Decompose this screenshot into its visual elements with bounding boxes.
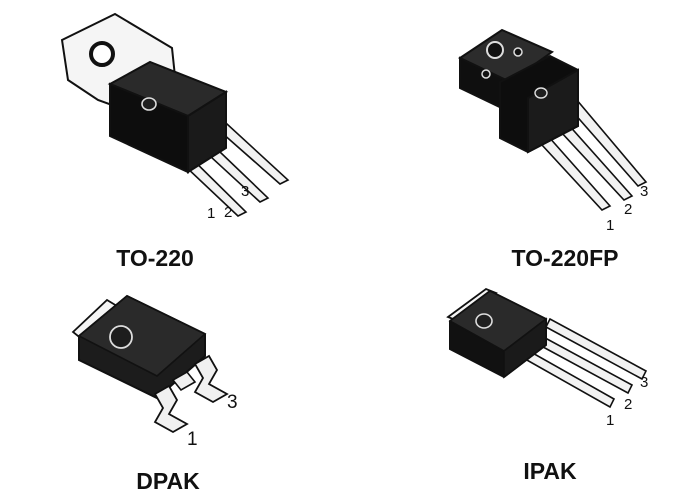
package-label: IPAK <box>523 458 577 484</box>
pin-label: 1 <box>606 217 614 234</box>
pin-label: 2 <box>224 204 232 221</box>
pin-label: 1 <box>606 412 614 429</box>
ipak-leads <box>516 317 648 409</box>
pin-label: 2 <box>624 396 632 413</box>
to220-drawing: 1 2 3 <box>60 12 290 222</box>
package-label: TO-220 <box>116 245 194 271</box>
dpak-leads <box>153 354 229 434</box>
to220fp-leads <box>528 98 648 211</box>
dpak-drawing: 1 3 <box>71 294 238 450</box>
to220fp-drawing: 1 2 3 <box>457 28 648 234</box>
pin-label: 2 <box>624 201 632 218</box>
pin-label: 3 <box>640 183 648 200</box>
pin-label: 1 <box>207 205 215 222</box>
package-label: DPAK <box>136 468 200 494</box>
mounting-hole <box>89 41 115 67</box>
ipak-drawing: 1 2 3 <box>446 287 648 429</box>
package-label: TO-220FP <box>511 245 619 271</box>
pin-label: 3 <box>241 183 249 200</box>
pin-label: 3 <box>640 374 648 391</box>
pin-label: 1 <box>187 429 198 450</box>
to220-body-side <box>187 90 227 174</box>
pin-label: 3 <box>227 392 238 413</box>
mounting-hole <box>486 41 504 59</box>
